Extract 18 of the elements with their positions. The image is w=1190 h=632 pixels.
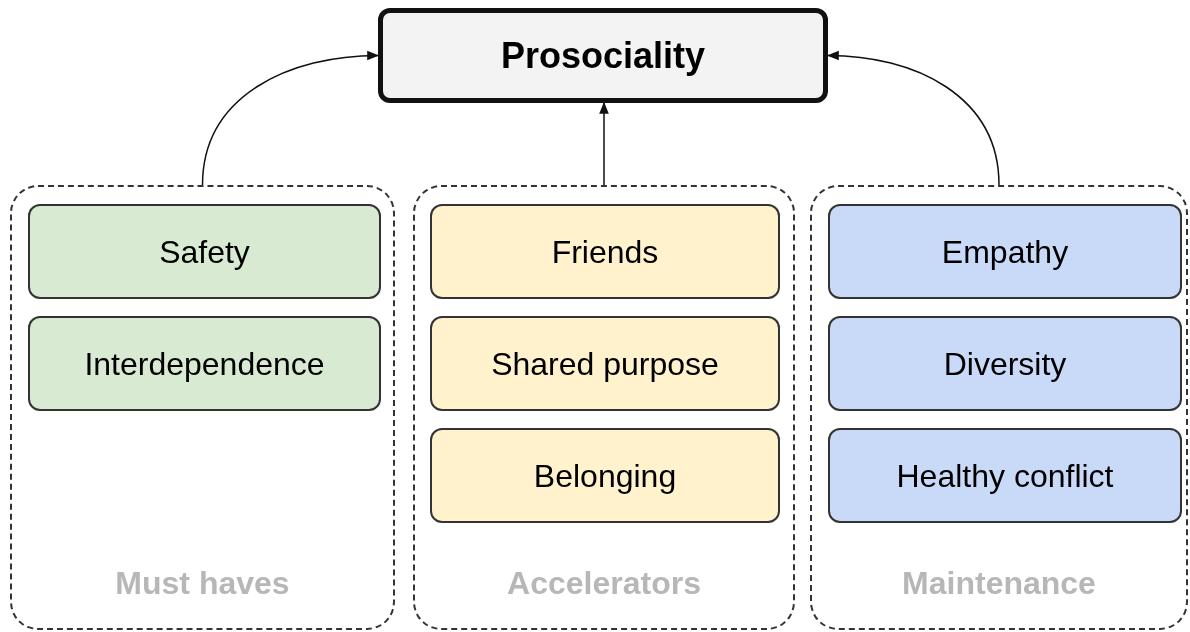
factor-box: Healthy conflict	[828, 428, 1182, 523]
factor-box: Friends	[430, 204, 780, 299]
factor-box: Safety	[28, 204, 381, 299]
factor-box: Empathy	[828, 204, 1182, 299]
arrow	[826, 51, 1000, 186]
group-panel	[413, 185, 795, 630]
factor-box: Interdependence	[28, 316, 381, 411]
group-panel	[810, 185, 1188, 630]
group-heading: Must haves	[114, 564, 291, 603]
factor-box: Shared purpose	[430, 316, 780, 411]
factor-box: Diversity	[828, 316, 1182, 411]
group-heading: Accelerators	[506, 564, 702, 603]
factor-box: Belonging	[430, 428, 780, 523]
group-panel	[10, 185, 395, 630]
arrow	[599, 101, 609, 186]
group-heading: Maintenance	[901, 564, 1097, 603]
title-box: Prosociality	[378, 8, 828, 103]
arrow	[201, 51, 380, 186]
